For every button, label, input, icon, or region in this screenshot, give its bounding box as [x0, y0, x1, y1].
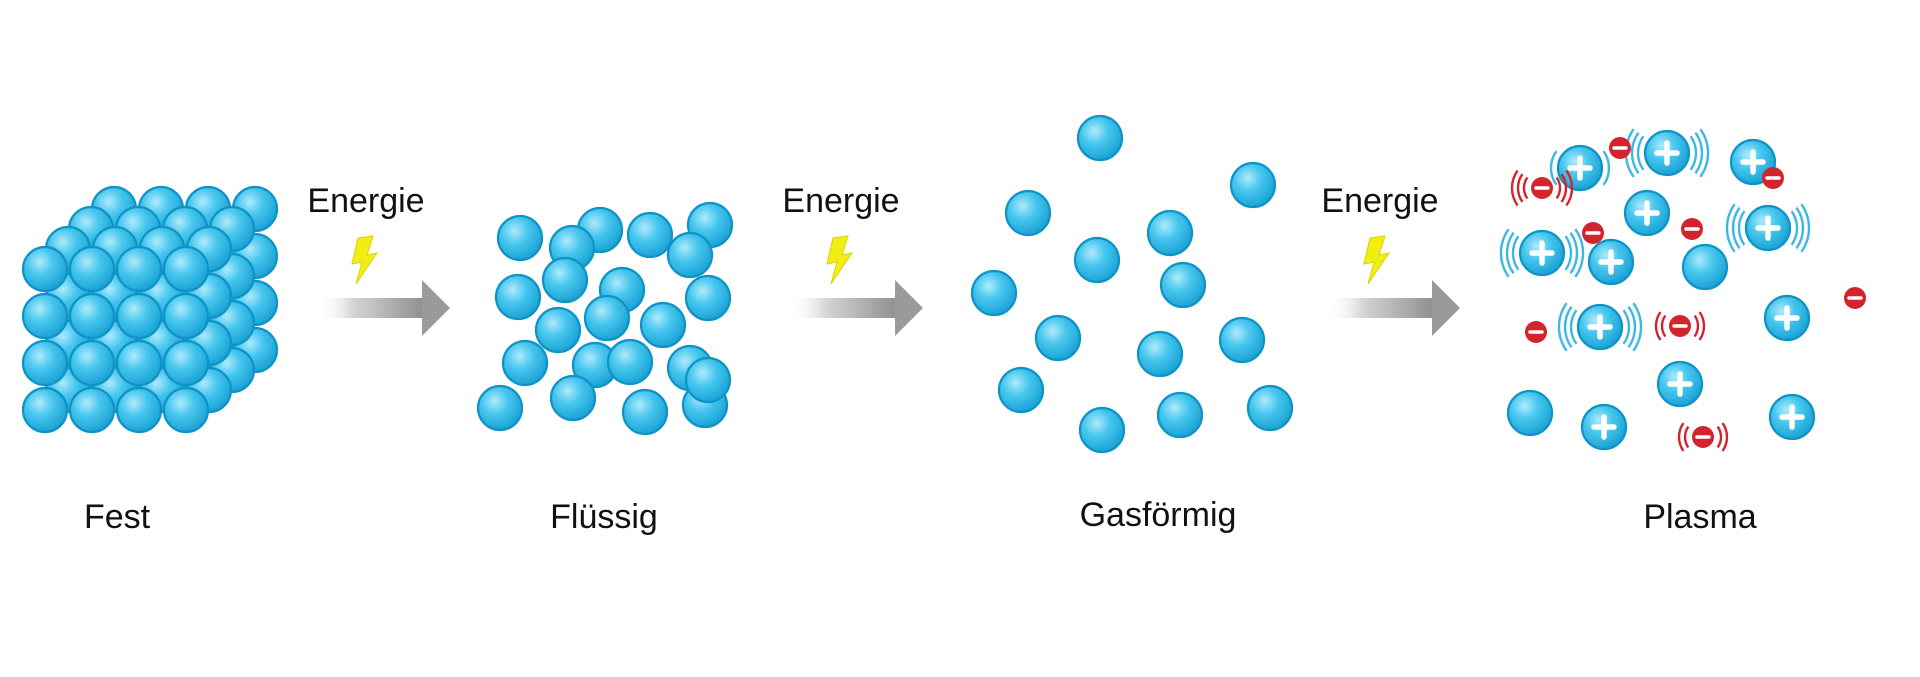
solid-particle	[115, 339, 163, 387]
liquid-particle	[476, 384, 524, 432]
transition-step-3	[1326, 235, 1460, 336]
solid-particle	[68, 245, 116, 293]
vibration-waves	[1677, 422, 1729, 452]
gas-particle	[1076, 114, 1124, 162]
electron	[1669, 315, 1691, 337]
state-label-plasma: Plasma	[1643, 498, 1757, 536]
plasma-neutral	[1681, 243, 1729, 291]
energy-label-3: Energie	[1321, 182, 1439, 220]
liquid-particle	[541, 256, 589, 304]
vibration-waves	[1499, 228, 1585, 278]
vibration-waves	[1725, 203, 1811, 253]
gas-particle	[1146, 209, 1194, 257]
gas-particle	[1136, 330, 1184, 378]
plus-icon	[1567, 155, 1593, 181]
solid-particle	[115, 292, 163, 340]
liquid-particle	[501, 339, 549, 387]
gas-particle	[1004, 189, 1052, 237]
plus-icon	[1587, 314, 1613, 340]
liquid-particle	[606, 338, 654, 386]
gas-particle	[1156, 391, 1204, 439]
solid-particle	[115, 245, 163, 293]
vibration-waves	[1549, 150, 1611, 186]
vibration-waves	[1654, 311, 1706, 341]
plus-icon	[1755, 215, 1781, 241]
solid-particle	[21, 339, 69, 387]
transition-step-1	[316, 235, 450, 336]
solid-particle	[162, 339, 210, 387]
plus-icon	[1634, 200, 1660, 226]
solid-particle	[68, 292, 116, 340]
liquid-particle	[684, 274, 732, 322]
lightning-bolt-icon	[1363, 235, 1391, 285]
plus-icon	[1779, 404, 1805, 430]
solid-particle	[68, 339, 116, 387]
electron	[1582, 222, 1604, 244]
electron	[1762, 167, 1784, 189]
gas-particle	[1034, 314, 1082, 362]
gas-state-cluster	[970, 114, 1294, 454]
solid-particle	[21, 386, 69, 434]
vibration-waves	[1510, 169, 1574, 207]
electron	[1844, 287, 1866, 309]
plus-icon	[1591, 414, 1617, 440]
liquid-particle	[494, 273, 542, 321]
gas-particle	[997, 366, 1045, 414]
plus-icon	[1598, 249, 1624, 275]
electron	[1692, 426, 1714, 448]
right-arrow-icon	[789, 280, 923, 336]
electron	[1609, 137, 1631, 159]
liquid-particle	[684, 356, 732, 404]
plus-icon	[1654, 140, 1680, 166]
gas-particle	[1073, 236, 1121, 284]
solid-particle	[162, 292, 210, 340]
plus-icon	[1667, 371, 1693, 397]
solid-particle	[115, 386, 163, 434]
state-label-gas: Gasförmig	[1079, 496, 1237, 534]
solid-state-cube	[21, 185, 279, 434]
right-arrow-icon	[316, 280, 450, 336]
gas-particle	[1159, 261, 1207, 309]
plus-icon	[1740, 149, 1766, 175]
liquid-particle	[549, 374, 597, 422]
plasma-neutral	[1506, 389, 1554, 437]
electron	[1525, 321, 1547, 343]
state-label-liquid: Flüssig	[550, 498, 658, 536]
liquid-particle	[621, 388, 669, 436]
solid-particle	[68, 386, 116, 434]
solid-particle	[162, 245, 210, 293]
transition-arrows	[316, 235, 1460, 336]
plasma-state-cluster	[1499, 128, 1866, 452]
state-label-solid: Fest	[83, 498, 151, 536]
liquid-particle	[626, 211, 674, 259]
vibration-waves	[1557, 302, 1643, 352]
plus-icon	[1774, 305, 1800, 331]
gas-particle	[1218, 316, 1266, 364]
liquid-particle	[534, 306, 582, 354]
gas-particle	[1246, 384, 1294, 432]
gas-particle	[1229, 161, 1277, 209]
solid-particle	[21, 245, 69, 293]
liquid-particle	[496, 214, 544, 262]
electron	[1681, 218, 1703, 240]
solid-particle	[162, 386, 210, 434]
liquid-particle	[666, 231, 714, 279]
energy-label-1: Energie	[307, 182, 425, 220]
liquid-particle	[639, 301, 687, 349]
gas-particle	[1078, 406, 1126, 454]
plus-icon	[1529, 240, 1555, 266]
liquid-state-cluster	[476, 201, 734, 436]
electron	[1531, 177, 1553, 199]
liquid-particle	[583, 294, 631, 342]
solid-particle	[21, 292, 69, 340]
energy-label-2: Energie	[782, 182, 900, 220]
gas-particle	[970, 269, 1018, 317]
lightning-bolt-icon	[351, 235, 379, 285]
right-arrow-icon	[1326, 280, 1460, 336]
lightning-bolt-icon	[826, 235, 854, 285]
transition-step-2	[789, 235, 923, 336]
